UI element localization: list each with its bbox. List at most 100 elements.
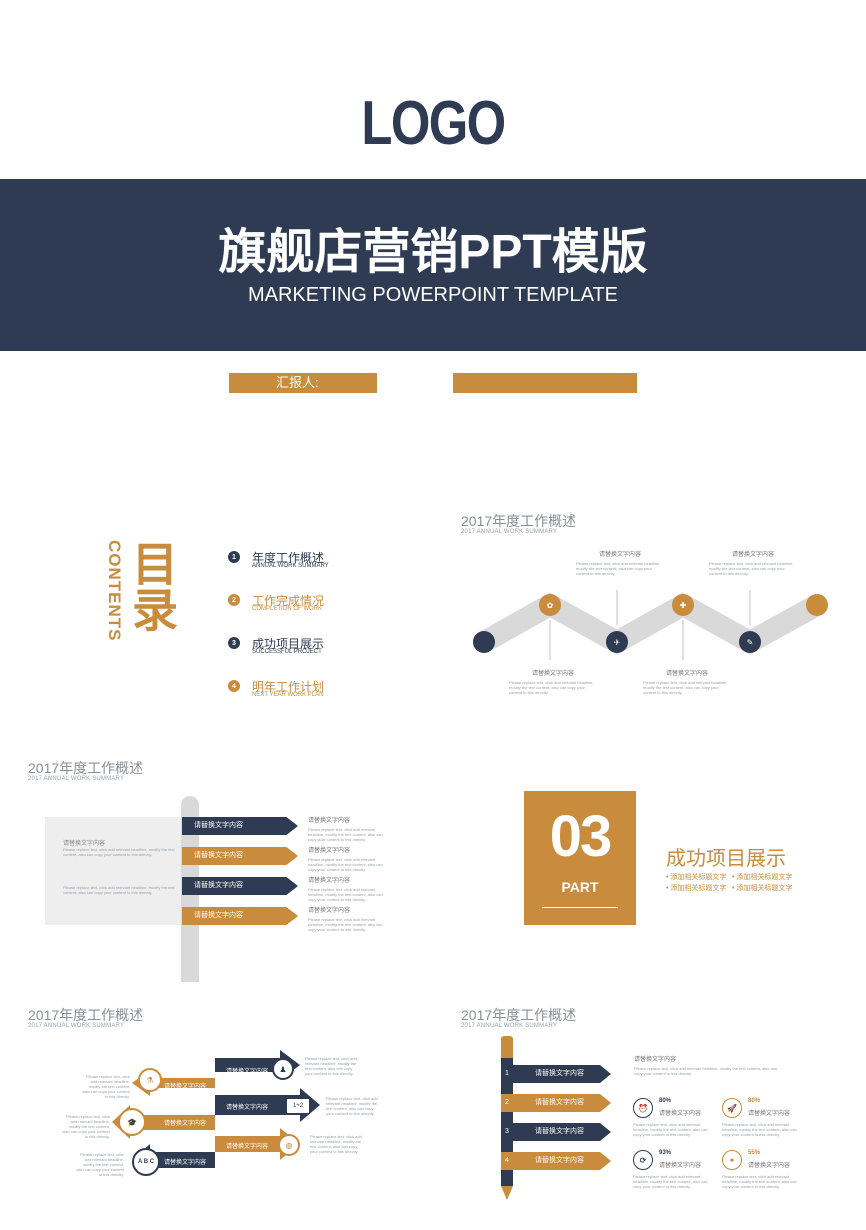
section-title: 2017年度工作概述 <box>461 1007 577 1023</box>
signpost-arrow-2[interactable]: 请替换文字内容 <box>182 847 298 865</box>
cover-subtitle: MARKETING POWERPOINT TEMPLATE <box>247 284 619 306</box>
pencil-step-3[interactable]: 3 请替换文字内容 <box>501 1123 611 1141</box>
caption-body: Please replace text, click add relevant … <box>709 561 794 576</box>
person-icon: ♟ <box>272 1058 294 1080</box>
step-number: 3 <box>505 1128 509 1135</box>
curved-label-1[interactable]: 请替换文字内容 <box>164 1084 207 1090</box>
bullet-text: 添加相关标题文字 <box>670 885 727 892</box>
desc-heading: 请替换文字内容 <box>308 818 351 824</box>
desc-body: Please replace text, click add relevant … <box>308 887 383 902</box>
node-3 <box>672 594 694 616</box>
panel-text-1: 请替换文字内容 Please replace text, click add r… <box>63 838 175 857</box>
alarm-icon: ⏰ <box>633 1098 653 1118</box>
calculation-icon: 1+2 <box>286 1098 310 1114</box>
part-label: PART <box>561 879 599 895</box>
reporter-label: 汇报人: <box>276 375 319 390</box>
curved-label-2[interactable]: 请替换文字内容 <box>164 1121 207 1127</box>
part-box: 03 PART <box>524 791 636 925</box>
svg-text:✈: ✈ <box>614 638 621 647</box>
abc-icon: A B C <box>132 1148 160 1176</box>
svg-text:✎: ✎ <box>747 638 754 647</box>
logo: LOGO <box>361 89 506 158</box>
item-subtitle: ANNUAL WORK SUMMARY <box>252 563 329 569</box>
bullet-text: 添加相关标题文字 <box>736 874 793 881</box>
step-number: 2 <box>505 1099 509 1106</box>
number-badge: 1 <box>228 551 240 563</box>
stat-body: Please replace text, click add relevant … <box>633 1122 708 1137</box>
stat-percent: 80% <box>748 1098 761 1104</box>
section-title: 2017年度工作概述 <box>28 760 144 776</box>
cycle-icon: ⟳ <box>633 1150 653 1170</box>
desc-heading: 请替换文字内容 <box>308 908 351 914</box>
stat-heading: 请替换文字内容 <box>748 1163 791 1169</box>
desc-body: Please replace text, click add relevant … <box>308 917 383 932</box>
svg-text:✿: ✿ <box>547 601 554 610</box>
desc-body: Please replace text, click add relevant … <box>308 857 383 872</box>
step-label: 请替换文字内容 <box>535 1128 584 1135</box>
caption-body: Please replace text, click add relevant … <box>643 680 728 695</box>
curved-desc-4: Please replace text, click add relevant … <box>305 1056 357 1076</box>
signpost-desc-3: 请替换文字内容 Please replace text, click add r… <box>308 875 388 902</box>
signpost-arrow-3[interactable]: 请替换文字内容 <box>182 877 298 895</box>
caption-body: Please replace text, click add relevant … <box>509 680 594 695</box>
item-subtitle: NEXT YEAR WORK PLAN <box>252 692 324 698</box>
curved-label-3[interactable]: 请替换文字内容 <box>164 1160 207 1166</box>
desc-body: Please replace text, click add relevant … <box>308 827 383 842</box>
section-title: 2017年度工作概述 <box>461 513 577 529</box>
desc-heading: 请替换文字内容 <box>308 878 351 884</box>
curved-desc-2: Please replace text, click add relevant … <box>62 1114 110 1139</box>
caption-heading: 请替换文字内容 <box>665 671 708 677</box>
panel-body: Please replace text, click add relevant … <box>63 847 175 857</box>
contents-title-cn: 目录 <box>126 540 178 632</box>
signpost-arrow-1[interactable]: 请替换文字内容 <box>182 817 298 835</box>
curved-label-6[interactable]: 请替换文字内容 <box>226 1144 269 1150</box>
pencil-step-4[interactable]: 4 请替换文字内容 <box>501 1152 611 1170</box>
section-subtitle: 2017 ANNUAL WORK SUMMARY <box>461 1023 558 1029</box>
curved-desc-5: Please replace text, click add relevant … <box>326 1096 378 1116</box>
zigzag-band <box>473 592 828 655</box>
reporter-label-bar: 汇报人: <box>229 373 377 393</box>
part-bullet-1: • 添加相关标题文字 <box>666 874 727 881</box>
curved-label-5[interactable]: 请替换文字内容 <box>226 1105 269 1111</box>
signpost-desc-1: 请替换文字内容 Please replace text, click add r… <box>308 815 388 842</box>
pencil <box>501 1036 513 1202</box>
contents-title-en: CONTENTS <box>105 540 124 642</box>
start-node <box>473 631 495 653</box>
curved-desc-6: Please replace text, click add relevant … <box>310 1134 362 1154</box>
end-node <box>806 594 828 616</box>
signpost-arrow-4[interactable]: 请替换文字内容 <box>182 907 298 925</box>
part-bullet-2: • 添加相关标题文字 <box>732 874 793 881</box>
panel-heading: 请替换文字内容 <box>63 841 106 847</box>
item-title: 成功项目展示 <box>252 637 325 651</box>
graduation-cap-icon: 🎓 <box>118 1108 146 1136</box>
stat-body: Please replace text, click add relevant … <box>722 1122 797 1137</box>
zigzag-caption-1: 请替换文字内容 Please replace text, click add r… <box>576 549 664 576</box>
part-bullet-4: • 添加相关标题文字 <box>732 885 793 892</box>
part-bullet-3: • 添加相关标题文字 <box>666 885 727 892</box>
intro-heading: 请替换文字内容 <box>634 1057 677 1063</box>
part-divider <box>542 907 618 908</box>
section-subtitle: 2017 ANNUAL WORK SUMMARY <box>28 776 125 782</box>
node-4 <box>739 631 761 653</box>
stat-heading: 请替换文字内容 <box>659 1111 702 1117</box>
stat-percent: 80% <box>659 1098 672 1104</box>
lightbulb-icon: ✦ <box>722 1150 742 1170</box>
stat-heading: 请替换文字内容 <box>659 1163 702 1169</box>
step-number: 4 <box>505 1157 509 1164</box>
section-subtitle: 2017 ANNUAL WORK SUMMARY <box>461 529 558 535</box>
desc-heading: 请替换文字内容 <box>308 848 351 854</box>
stat-percent: 93% <box>659 1150 672 1156</box>
curved-label-4[interactable]: 请替换文字内容 <box>226 1069 269 1075</box>
panel-text-2: Please replace text, click add relevant … <box>63 885 175 895</box>
bullet-text: 添加相关标题文字 <box>670 874 727 881</box>
signpost-desc-4: 请替换文字内容 Please replace text, click add r… <box>308 905 388 932</box>
stat-body: Please replace text, click add relevant … <box>722 1174 797 1189</box>
item-subtitle: COMPLETION OF WORK <box>252 606 323 612</box>
part-title: 成功项目展示 <box>666 848 786 870</box>
step-number: 1 <box>505 1070 509 1077</box>
step-label: 请替换文字内容 <box>535 1099 584 1106</box>
step-label: 请替换文字内容 <box>535 1157 584 1164</box>
bullet-text: 添加相关标题文字 <box>736 885 793 892</box>
pencil-step-2[interactable]: 2 请替换文字内容 <box>501 1094 611 1112</box>
